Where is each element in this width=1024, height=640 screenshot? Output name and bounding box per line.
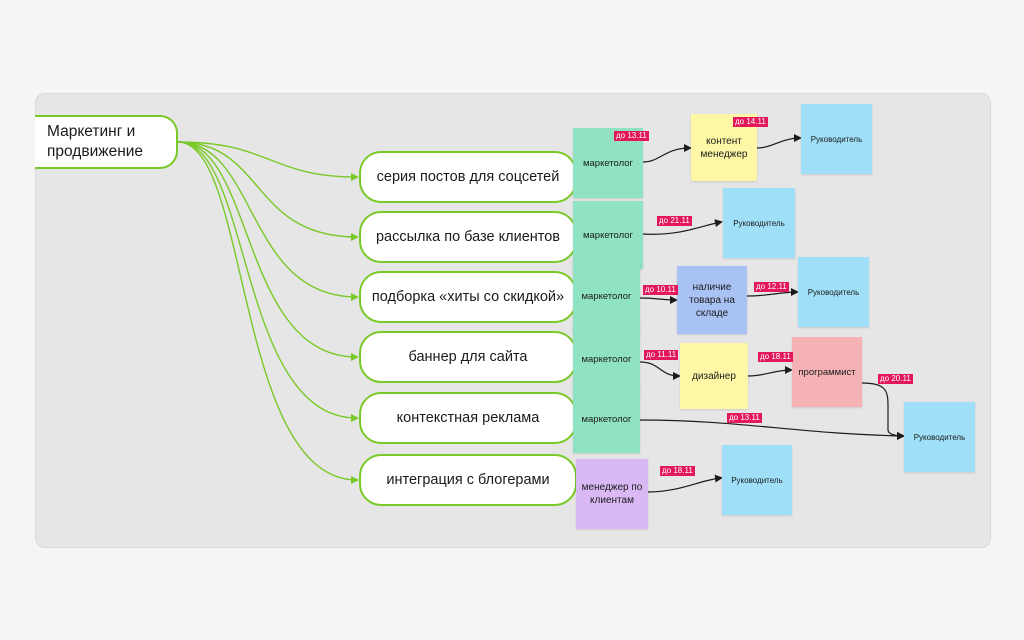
- sticky-text: менеджер по клиентам: [581, 482, 643, 506]
- sticky-text: наличие товара на складе: [689, 281, 735, 319]
- branch-label: рассылка по базе клиентов: [375, 229, 561, 245]
- deadline-tag: до 11.11: [644, 350, 679, 360]
- root-label-line2: продвижение: [47, 143, 144, 160]
- sticky-text: контент менеджер: [700, 135, 748, 160]
- sticky-marketer-3[interactable]: маркетолог: [573, 262, 640, 330]
- mindmap-root-node[interactable]: Маркетинг и продвижение: [35, 115, 178, 169]
- deadline-tag: до 10.11: [643, 285, 678, 295]
- branch-node-site-banner[interactable]: баннер для сайта: [359, 331, 577, 383]
- branch-label: серия постов для соцсетей: [376, 169, 560, 185]
- sticky-content-manager[interactable]: контент менеджер: [691, 114, 757, 181]
- sticky-client-manager[interactable]: менеджер по клиентам: [576, 459, 648, 529]
- sticky-head-4[interactable]: Руководитель: [904, 402, 975, 472]
- deadline-tag: до 21.11: [657, 216, 692, 226]
- sticky-head-3[interactable]: Руководитель: [798, 257, 869, 327]
- sticky-programmer[interactable]: программист: [792, 337, 862, 407]
- sticky-text: маркетолог: [581, 413, 632, 425]
- deadline-tag: до 13.11: [727, 413, 762, 423]
- sticky-stock-check[interactable]: наличие товара на складе: [677, 266, 747, 334]
- branch-label: подборка «хиты со скидкой»: [371, 289, 565, 305]
- deadline-tag: до 20.11: [878, 374, 913, 384]
- root-label-line1: Маркетинг и: [47, 123, 136, 140]
- branch-node-mailing[interactable]: рассылка по базе клиентов: [359, 211, 577, 263]
- sticky-text: маркетолог: [581, 290, 632, 302]
- sticky-marketer-4[interactable]: маркетолог: [573, 325, 640, 393]
- branch-node-context-ads[interactable]: контекстная реклама: [359, 392, 577, 444]
- sticky-text: программист: [798, 366, 856, 378]
- sticky-text: Руководитель: [913, 432, 966, 442]
- sticky-head-1[interactable]: Руководитель: [801, 104, 872, 174]
- sticky-text: Руководитель: [810, 134, 863, 144]
- branch-node-bloggers[interactable]: интеграция с блогерами: [359, 454, 577, 506]
- sticky-text: дизайнер: [692, 370, 736, 382]
- sticky-text: маркетолог: [582, 229, 634, 241]
- branch-node-discount-hits[interactable]: подборка «хиты со скидкой»: [359, 271, 577, 323]
- sticky-text: маркетолог: [582, 157, 634, 169]
- deadline-tag: до 18.11: [660, 466, 695, 476]
- sticky-designer[interactable]: дизайнер: [680, 343, 748, 409]
- sticky-marketer-2[interactable]: маркетолог: [573, 201, 643, 269]
- deadline-tag: до 14.11: [733, 117, 768, 127]
- deadline-tag: до 18.11: [758, 352, 793, 362]
- deadline-tag: до 13.11: [614, 131, 649, 141]
- branch-label: контекстная реклама: [396, 410, 540, 426]
- sticky-head-2[interactable]: Руководитель: [723, 188, 795, 258]
- sticky-text: Руководитель: [807, 287, 860, 297]
- branch-label: интеграция с блогерами: [386, 472, 550, 488]
- deadline-tag: до 12.11: [754, 282, 789, 292]
- sticky-text: Руководитель: [731, 475, 783, 485]
- branch-node-social-posts[interactable]: серия постов для соцсетей: [359, 151, 577, 203]
- sticky-text: Руководитель: [733, 218, 785, 228]
- sticky-text: маркетолог: [581, 353, 632, 365]
- sticky-marketer-5[interactable]: маркетолог: [573, 385, 640, 453]
- branch-label: баннер для сайта: [408, 349, 528, 365]
- sticky-head-5[interactable]: Руководитель: [722, 445, 792, 515]
